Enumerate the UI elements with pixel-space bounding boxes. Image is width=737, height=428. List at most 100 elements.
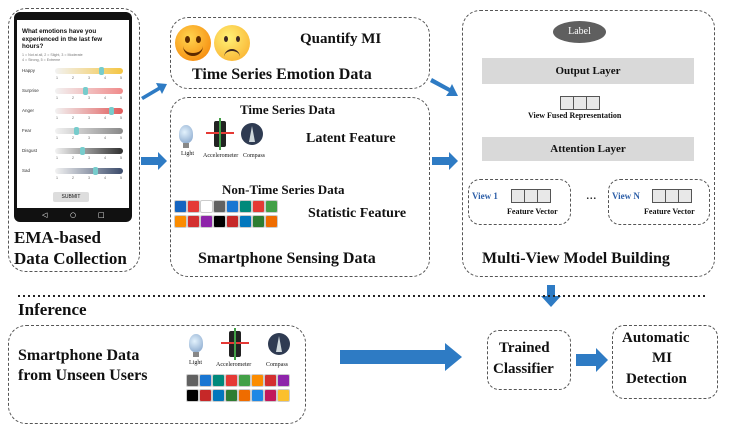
app-icon-grid-2 — [186, 374, 290, 402]
slider-tick-label: 2 — [72, 116, 74, 120]
trained-classifier-box — [487, 330, 571, 390]
slider-tick-label: 4 — [104, 136, 106, 140]
sad-face-icon — [214, 25, 250, 61]
app-icon — [277, 389, 290, 402]
app-icon — [252, 200, 265, 213]
slider-tick-label: 1 — [56, 136, 58, 140]
auto-line2: MI — [652, 350, 672, 366]
app-icon — [239, 215, 252, 228]
slider-tick-label: 3 — [88, 116, 90, 120]
slider-tick-label: 1 — [56, 76, 58, 80]
sensor-label-accelerometer: Accelerometer — [203, 153, 239, 159]
slider-tick-label: 4 — [104, 76, 106, 80]
phone-frame: What emotions have you experienced in th… — [14, 12, 132, 222]
slider-knob[interactable] — [83, 87, 89, 95]
emotion-slider[interactable] — [55, 127, 123, 135]
emotion-label: Anger — [22, 108, 35, 113]
light-bulb-base — [183, 143, 189, 148]
slider-knob[interactable] — [108, 107, 114, 115]
sensor-label-compass-2: Compass — [266, 362, 289, 368]
views-ellipsis: ... — [586, 188, 597, 203]
attention-layer: Attention Layer — [482, 137, 694, 161]
nav-back-icon[interactable]: ◁ — [42, 211, 48, 219]
accel-axis-y-2 — [234, 328, 236, 360]
view1-feature-vector-label: Feature Vector — [507, 207, 558, 216]
app-icon — [212, 389, 225, 402]
unseen-line1: Smartphone Data — [18, 347, 140, 364]
arrow-sensing-to-model — [432, 152, 458, 170]
submit-button[interactable]: SUBMIT — [53, 192, 89, 202]
app-icon — [200, 200, 213, 213]
app-icon — [251, 374, 264, 387]
emotion-panel-title: Time Series Emotion Data — [192, 66, 372, 83]
slider-knob[interactable] — [92, 167, 98, 175]
nav-home-icon[interactable]: ○ — [70, 211, 77, 219]
fused-representation-label: View Fused Representation — [528, 111, 622, 120]
phone-screen: What emotions have you experienced in th… — [17, 20, 129, 208]
view1-label-text: View 1 — [472, 191, 498, 201]
slider-tick-label: 3 — [88, 136, 90, 140]
emotion-label: Fear — [22, 128, 32, 133]
slider-tick-label: 5 — [120, 96, 122, 100]
emotion-panel — [170, 17, 430, 89]
sensor-label-light: Light — [181, 151, 194, 157]
slider-knob[interactable] — [73, 127, 79, 135]
app-icon — [252, 215, 265, 228]
inference-heading: Inference — [18, 300, 87, 319]
slider-tick-label: 2 — [72, 76, 74, 80]
slider-knob[interactable] — [99, 67, 105, 75]
app-icon — [187, 215, 200, 228]
label-node: Label — [553, 21, 606, 43]
sensing-panel-title: Smartphone Sensing Data — [198, 250, 376, 267]
emotion-slider[interactable] — [55, 167, 123, 175]
app-icon — [200, 215, 213, 228]
app-icon-grid — [174, 200, 278, 228]
view1-label: View 1 — [472, 191, 498, 201]
nav-recent-icon[interactable]: □ — [98, 211, 105, 219]
slider-tick-label: 3 — [88, 76, 90, 80]
quantify-mi-label: Quantify MI — [300, 31, 382, 47]
auto-line3: Detection — [626, 371, 687, 387]
slider-tick-label: 4 — [104, 156, 106, 160]
arrow-classifier-to-detection — [576, 348, 608, 372]
unseen-line2: from Unseen Users — [18, 367, 148, 384]
app-icon — [174, 215, 187, 228]
trained-line2: Classifier — [493, 361, 554, 377]
sensor-label-accelerometer-2: Accelerometer — [216, 362, 252, 368]
app-icon — [239, 200, 252, 213]
slider-tick-label: 5 — [120, 176, 122, 180]
arrow-unseen-to-classifier — [340, 343, 462, 371]
app-icon — [264, 389, 277, 402]
app-icon — [251, 389, 264, 402]
emotion-label: Surprise — [22, 88, 39, 93]
arrow-ema-to-sensing — [141, 152, 167, 170]
app-icon — [186, 374, 199, 387]
emotion-slider[interactable] — [55, 87, 123, 95]
light-bulb-icon-2 — [189, 334, 203, 352]
emotion-slider[interactable] — [55, 147, 123, 155]
slider-tick-label: 2 — [72, 176, 74, 180]
emotion-label: Disgust — [22, 148, 38, 153]
sensing-panel — [170, 97, 430, 277]
latent-feature-label: Latent Feature — [306, 131, 396, 146]
emotion-label: Sad — [22, 168, 31, 173]
app-icon — [187, 200, 200, 213]
ema-caption-line1: EMA-based — [14, 228, 101, 247]
output-layer: Output Layer — [482, 58, 694, 84]
emotion-label: Happy — [22, 68, 36, 73]
slider-tick-label: 3 — [88, 96, 90, 100]
emotion-slider[interactable] — [55, 67, 123, 75]
arrow-model-down — [541, 285, 561, 307]
app-icon — [264, 374, 277, 387]
app-icon — [277, 374, 290, 387]
viewN-vector — [652, 189, 692, 203]
statistic-feature-label: Statistic Feature — [308, 206, 407, 221]
fused-vector — [560, 96, 600, 110]
light-bulb-base-2 — [193, 352, 199, 357]
emotion-slider[interactable] — [55, 107, 123, 115]
view1-vector — [511, 189, 551, 203]
slider-tick-label: 3 — [88, 156, 90, 160]
slider-knob[interactable] — [80, 147, 86, 155]
viewN-feature-vector-label: Feature Vector — [644, 207, 695, 216]
slider-tick-label: 2 — [72, 136, 74, 140]
